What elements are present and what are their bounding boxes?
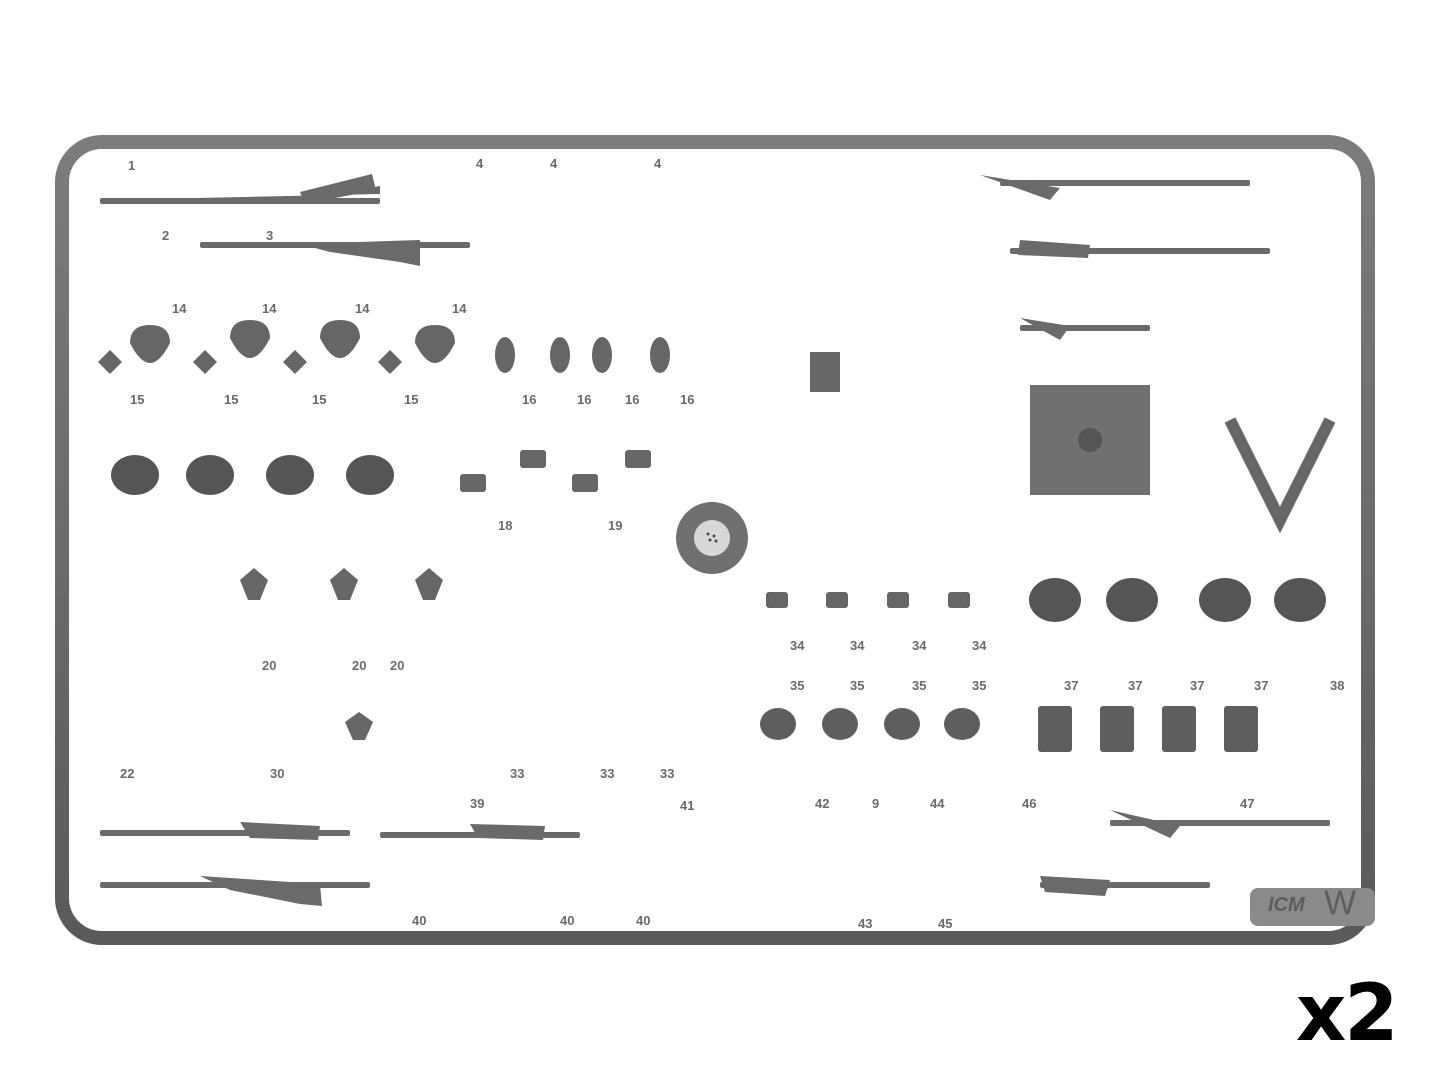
svg-text:40: 40 <box>636 913 650 928</box>
svg-text:34: 34 <box>912 638 927 653</box>
svg-text:41: 41 <box>680 798 694 813</box>
svg-text:33: 33 <box>660 766 674 781</box>
svg-text:40: 40 <box>412 913 426 928</box>
svg-text:14: 14 <box>262 301 277 316</box>
svg-text:1: 1 <box>128 158 135 173</box>
svg-text:33: 33 <box>600 766 614 781</box>
svg-text:4: 4 <box>550 156 558 171</box>
svg-text:16: 16 <box>522 392 536 407</box>
svg-text:9: 9 <box>872 796 879 811</box>
svg-text:3: 3 <box>266 228 273 243</box>
svg-text:30: 30 <box>270 766 284 781</box>
svg-text:35: 35 <box>912 678 926 693</box>
helmet-parts <box>111 455 1326 622</box>
svg-text:4: 4 <box>654 156 662 171</box>
svg-text:40: 40 <box>560 913 574 928</box>
svg-text:16: 16 <box>680 392 694 407</box>
svg-text:15: 15 <box>130 392 144 407</box>
svg-text:18: 18 <box>498 518 512 533</box>
rifle-parts <box>100 174 1330 906</box>
svg-text:20: 20 <box>352 658 366 673</box>
svg-text:37: 37 <box>1064 678 1078 693</box>
sprue-letter: W <box>1324 884 1357 922</box>
svg-text:37: 37 <box>1254 678 1268 693</box>
svg-text:39: 39 <box>470 796 484 811</box>
svg-text:14: 14 <box>355 301 370 316</box>
svg-text:42: 42 <box>815 796 829 811</box>
document-case-part <box>810 352 840 392</box>
svg-text:14: 14 <box>172 301 187 316</box>
svg-text:46: 46 <box>1022 796 1036 811</box>
svg-text:45: 45 <box>938 916 952 931</box>
svg-text:47: 47 <box>1240 796 1254 811</box>
svg-text:15: 15 <box>312 392 326 407</box>
svg-text:35: 35 <box>972 678 986 693</box>
quantity-label: x2 <box>1296 969 1399 1059</box>
svg-text:19: 19 <box>608 518 622 533</box>
svg-text:16: 16 <box>625 392 639 407</box>
y-frame-part <box>1224 417 1336 534</box>
svg-text:20: 20 <box>390 658 404 673</box>
svg-text:15: 15 <box>404 392 418 407</box>
pouch-parts <box>460 337 970 608</box>
svg-text:35: 35 <box>790 678 804 693</box>
svg-text:44: 44 <box>930 796 945 811</box>
svg-text:35: 35 <box>850 678 864 693</box>
svg-text:15: 15 <box>224 392 238 407</box>
svg-text:33: 33 <box>510 766 524 781</box>
svg-text:43: 43 <box>858 916 872 931</box>
svg-text:22: 22 <box>120 766 134 781</box>
svg-text:34: 34 <box>790 638 805 653</box>
manufacturer-logo: ICM <box>1268 894 1305 916</box>
svg-text:37: 37 <box>1190 678 1204 693</box>
svg-text:38: 38 <box>1330 678 1344 693</box>
svg-text:34: 34 <box>972 638 987 653</box>
shovel-parts <box>98 320 455 740</box>
svg-text:37: 37 <box>1128 678 1142 693</box>
canteen-parts <box>760 706 1258 752</box>
svg-text:14: 14 <box>452 301 467 316</box>
svg-text:34: 34 <box>850 638 865 653</box>
svg-text:20: 20 <box>262 658 276 673</box>
svg-text:16: 16 <box>577 392 591 407</box>
manufacturer-logo-plate <box>1250 888 1375 926</box>
svg-text:4: 4 <box>476 156 484 171</box>
svg-text:2: 2 <box>162 228 169 243</box>
